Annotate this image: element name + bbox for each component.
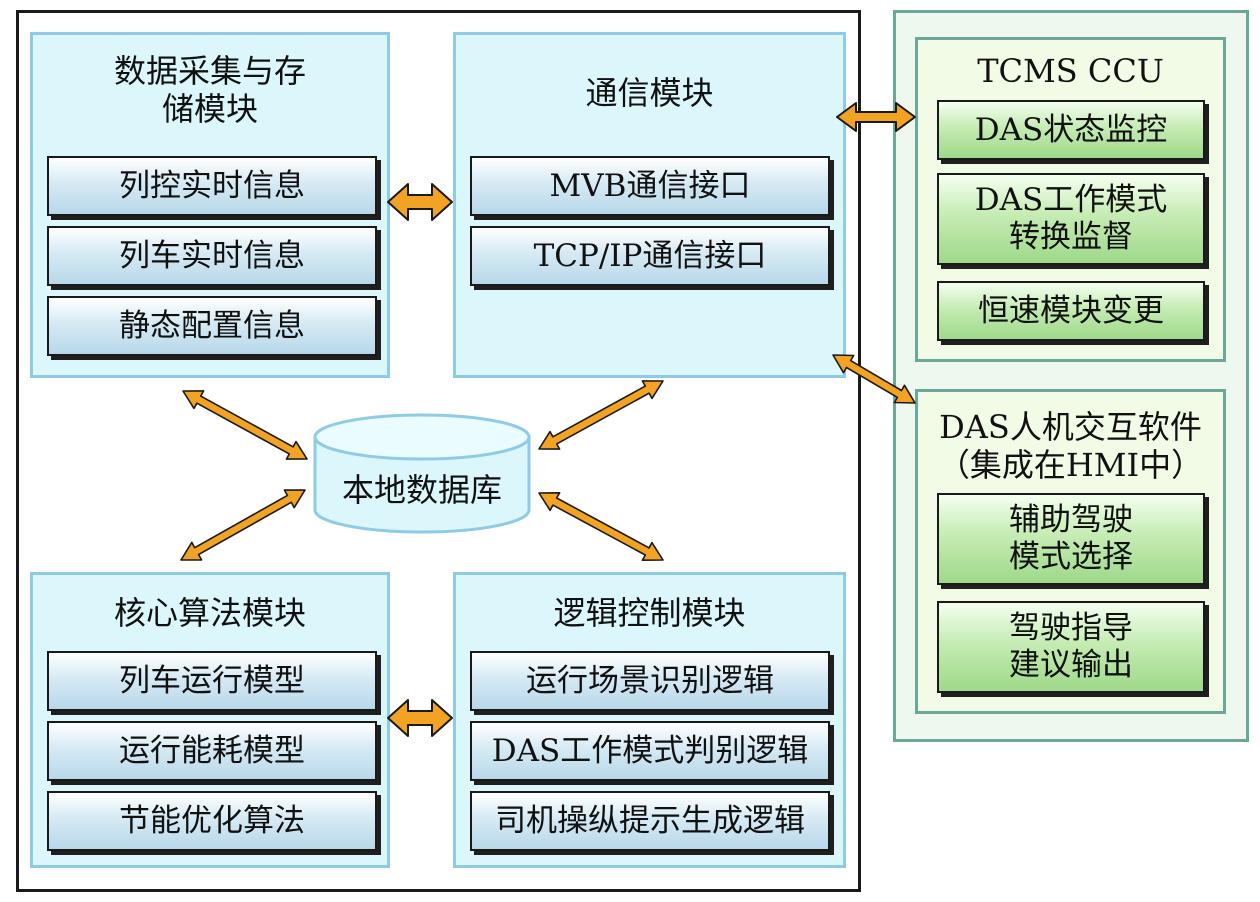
arrow-communication-to-hmi xyxy=(832,354,916,404)
arrow-database-to-logic xyxy=(538,491,664,562)
core-algorithm-module: 核心算法模块 列车运行模型 运行能耗模型 节能优化算法 xyxy=(30,572,390,868)
communication-item-tcpip: TCP/IP通信接口 xyxy=(470,226,830,286)
logic-control-module: 逻辑控制模块 运行场景识别逻辑 DAS工作模式判别逻辑 司机操纵提示生成逻辑 xyxy=(453,572,846,868)
communication-module: 通信模块 MVB通信接口 TCP/IP通信接口 xyxy=(453,32,846,378)
data-acquisition-item-train-control-realtime: 列控实时信息 xyxy=(47,156,377,216)
database-label: 本地数据库 xyxy=(341,471,502,509)
logic-control-item-driver-hint: 司机操纵提示生成逻辑 xyxy=(470,791,830,851)
arrow-communication-to-database xyxy=(538,380,664,450)
das-hmi-panel: DAS人机交互软件 （集成在HMI中） 辅助驾驶 模式选择 驾驶指导 建议输出 xyxy=(915,389,1226,714)
core-algorithm-item-train-model: 列车运行模型 xyxy=(47,651,377,711)
core-algorithm-item-energy-model: 运行能耗模型 xyxy=(47,721,377,781)
logic-control-item-mode-judgment: DAS工作模式判别逻辑 xyxy=(470,721,830,781)
tcms-item-mode-switch-supervision: DAS工作模式 转换监督 xyxy=(937,173,1205,265)
logic-control-title: 逻辑控制模块 xyxy=(553,594,746,632)
data-acquisition-item-static-config: 静态配置信息 xyxy=(47,296,377,356)
communication-item-mvb: MVB通信接口 xyxy=(470,156,830,216)
core-algorithm-title: 核心算法模块 xyxy=(113,594,306,632)
data-acquisition-module: 数据采集与存 储模块 列控实时信息 列车实时信息 静态配置信息 xyxy=(30,32,390,378)
tcms-ccu-panel: TCMS CCU DAS状态监控 DAS工作模式 转换监督 恒速模块变更 xyxy=(915,37,1226,362)
tcms-item-constant-speed-change: 恒速模块变更 xyxy=(937,281,1205,341)
das-hmi-item-mode-select: 辅助驾驶 模式选择 xyxy=(937,493,1205,585)
core-algorithm-item-energy-optimization: 节能优化算法 xyxy=(47,791,377,851)
das-hmi-title: DAS人机交互软件 （集成在HMI中） xyxy=(937,408,1204,484)
data-acquisition-title: 数据采集与存 储模块 xyxy=(113,52,306,128)
arrow-algorithm-to-logic xyxy=(387,699,453,737)
database-cylinder xyxy=(313,413,531,534)
das-hmi-item-guidance-output: 驾驶指导 建议输出 xyxy=(937,601,1205,693)
arrow-data-to-communication xyxy=(387,183,453,221)
tcms-item-das-status-monitor: DAS状态监控 xyxy=(937,100,1205,160)
arrow-communication-to-tcms xyxy=(836,102,916,132)
communication-title: 通信模块 xyxy=(585,74,714,112)
arrow-data-to-database xyxy=(182,390,308,460)
arrow-database-to-algorithm xyxy=(180,489,306,561)
tcms-ccu-title: TCMS CCU xyxy=(977,52,1164,90)
logic-control-item-scene-recognition: 运行场景识别逻辑 xyxy=(470,651,830,711)
data-acquisition-item-train-realtime: 列车实时信息 xyxy=(47,226,377,286)
